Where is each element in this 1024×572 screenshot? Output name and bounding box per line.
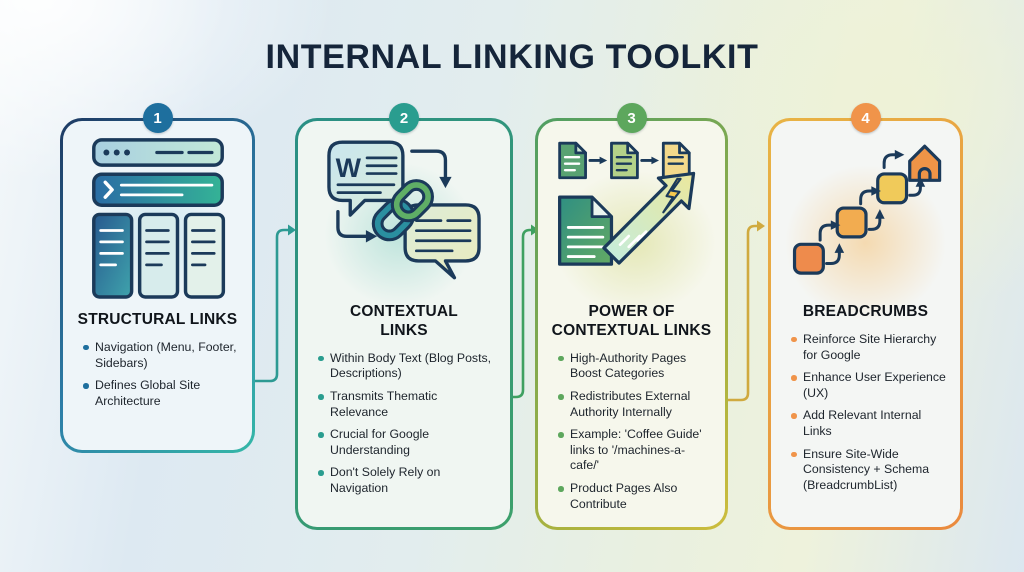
icon-area — [786, 129, 946, 301]
panel-power-of-contextual-links: 3 — [535, 103, 728, 530]
bullet-item: Enhance User Experience (UX) — [790, 370, 948, 401]
bullet-item: High-Authority Pages Boost Categories — [557, 351, 713, 382]
bullet-item: Within Body Text (Blog Posts, Descriptio… — [317, 351, 498, 382]
connector-arrow — [253, 228, 290, 383]
panel-contextual-links: 2 W — [295, 103, 513, 530]
bullet-item: Redistributes External Authority Interna… — [557, 389, 713, 420]
panel-title: STRUCTURAL LINKS — [77, 311, 238, 328]
bullet-list: Navigation (Menu, Footer, Sidebars) Defin… — [73, 340, 242, 416]
authority-boost-arrow-icon — [557, 141, 695, 266]
connector-arrow — [726, 224, 759, 402]
svg-text:W: W — [336, 153, 362, 183]
panel-title: POWER OF CONTEXTUAL LINKS — [551, 303, 712, 339]
panel-title: BREADCRUMBS — [802, 303, 929, 320]
connector-arrow — [511, 228, 533, 399]
icon-area — [551, 129, 713, 301]
bullet-item: Crucial for Google Understanding — [317, 427, 498, 458]
panel-breadcrumbs: 4 — [768, 103, 963, 530]
connector-arrowhead — [757, 220, 765, 232]
bullet-item: Ensure Site-Wide Consistency + Schema (B… — [790, 447, 948, 494]
icon-area: W — [320, 129, 488, 301]
step-badge-4: 4 — [850, 103, 881, 133]
panel-title: CONTEXTUAL LINKS — [350, 303, 458, 339]
bullet-item: Add Relevant Internal Links — [790, 408, 948, 439]
bullet-list: Within Body Text (Blog Posts, Descriptio… — [308, 351, 500, 504]
bullet-item: Don't Solely Rely on Navigation — [317, 465, 498, 496]
website-layout-icon — [91, 138, 225, 299]
bullet-item: Product Pages Also Contribute — [557, 481, 713, 512]
bullet-item: Reinforce Site Hierarchy for Google — [790, 332, 948, 363]
panel-structural-links: 1 — [60, 103, 255, 453]
step-badge-1: 1 — [142, 103, 173, 133]
icon-area — [82, 129, 234, 309]
page-title: INTERNAL LINKING TOOLKIT — [265, 38, 759, 76]
bullet-item: Navigation (Menu, Footer, Sidebars) — [82, 340, 240, 371]
bullet-item: Example: 'Coffee Guide' links to '/machi… — [557, 427, 713, 474]
breadcrumb-trail-home-icon — [792, 144, 941, 275]
step-badge-2: 2 — [389, 103, 419, 133]
linked-chat-bubbles-icon: W — [327, 140, 481, 280]
step-badge-3: 3 — [616, 103, 647, 133]
bullet-item: Transmits Thematic Relevance — [317, 389, 498, 420]
bullet-item: Defines Global Site Architecture — [82, 378, 240, 409]
